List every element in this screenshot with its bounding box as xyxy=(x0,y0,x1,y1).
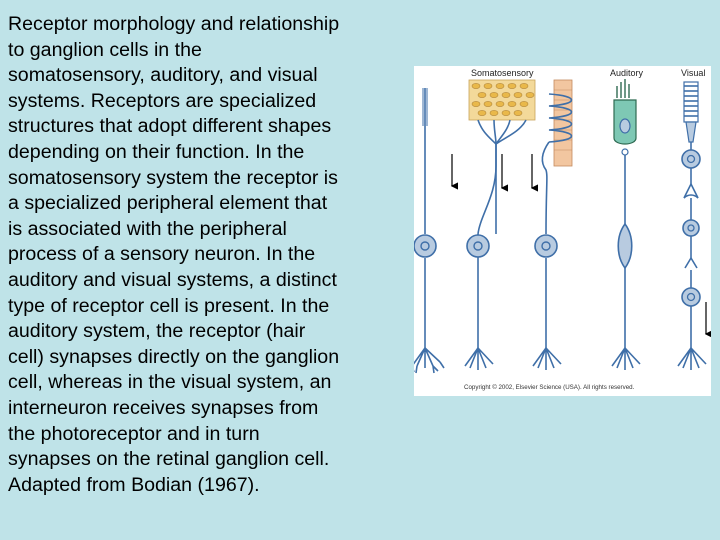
auditory-hair-cell xyxy=(613,79,637,156)
caption-text: Receptor morphology and relationship to … xyxy=(8,13,340,496)
figure-drawing: Somatosensory Auditory Visual xyxy=(414,68,711,391)
soma-1 xyxy=(414,234,437,258)
neuron-free-ending xyxy=(414,88,445,374)
label-somatosensory: Somatosensory xyxy=(471,68,534,78)
merkel-patch xyxy=(468,79,536,121)
soma-interneuron xyxy=(682,219,700,237)
soma-photoreceptor xyxy=(681,149,701,169)
neuron-auditory xyxy=(611,155,641,370)
hair-follicle xyxy=(553,79,573,167)
receptor-figure: Somatosensory Auditory Visual xyxy=(414,66,711,396)
photoreceptor xyxy=(683,81,699,143)
label-visual: Visual xyxy=(681,68,705,78)
label-auditory: Auditory xyxy=(610,68,644,78)
soma-ganglion xyxy=(681,287,701,307)
soma-2 xyxy=(466,234,490,258)
neuron-follicle-ending xyxy=(532,93,573,370)
soma-3 xyxy=(534,234,558,258)
soma-bipolar xyxy=(617,222,633,270)
neuron-visual xyxy=(677,142,707,370)
copyright-text: Copyright © 2002, Elsevier Science (USA)… xyxy=(464,384,635,391)
